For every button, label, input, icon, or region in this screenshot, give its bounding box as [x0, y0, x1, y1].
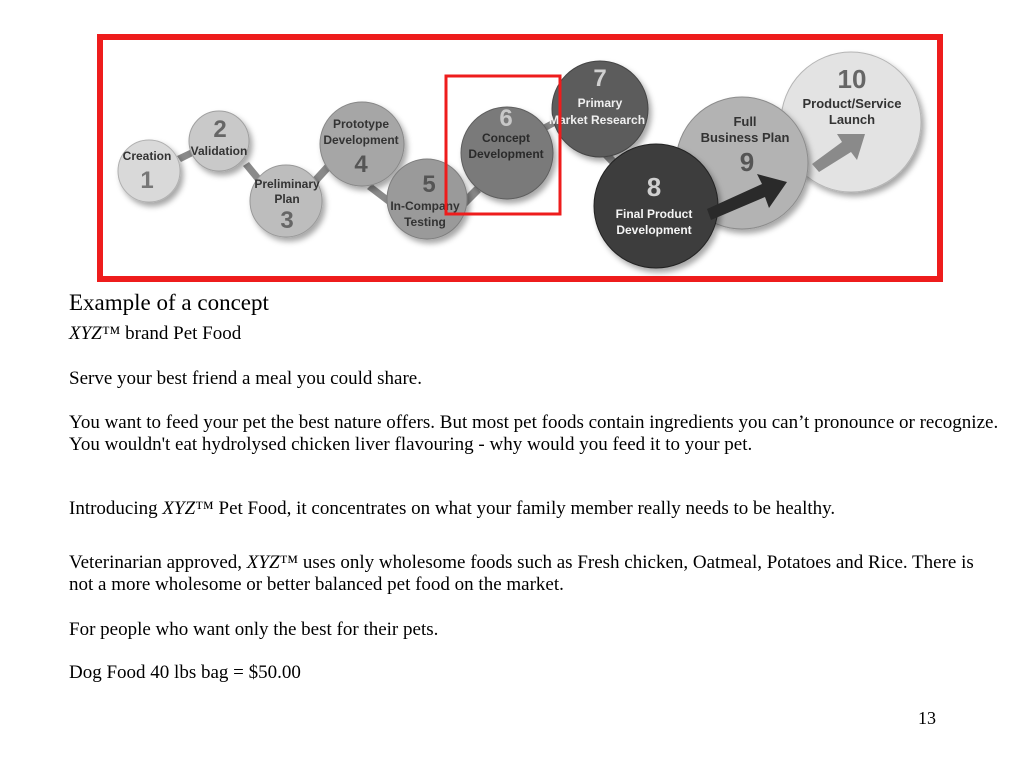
diagram-frame: [97, 34, 943, 282]
stage-1-label: Creation: [123, 149, 172, 163]
stage-3-label-line2: Plan: [274, 192, 299, 206]
paragraph-1: You want to feed your pet the best natur…: [69, 412, 999, 455]
stage-9-label-line1: Full: [733, 114, 756, 129]
stage-10-number: 10: [838, 64, 867, 94]
stage-7-number: 7: [593, 65, 606, 92]
stage-circle-7: [551, 60, 649, 158]
stage-9-label-line2: Business Plan: [701, 130, 790, 145]
stage-circle-1: [117, 139, 181, 203]
stage-1-number: 1: [140, 167, 153, 194]
stage-7-label-line2: Market Research: [549, 113, 645, 127]
highlight-box: [444, 74, 562, 216]
brand-suffix: ™ brand Pet Food: [101, 323, 242, 344]
brand-name-3: XYZ: [246, 552, 280, 573]
stage-labels: Creation 1 2 Validation Preliminary Plan…: [123, 64, 902, 237]
stage-3-label-line1: Preliminary: [254, 177, 320, 191]
brand-name-2: XYZ: [162, 498, 196, 519]
stage-circle-4: [319, 101, 405, 187]
tagline: Serve your best friend a meal you could …: [69, 368, 422, 389]
stage-5-number: 5: [422, 171, 435, 198]
stage-6-label-line2: Development: [468, 147, 543, 161]
stage-circle-3: [249, 164, 323, 238]
stage-2-label: Validation: [191, 144, 248, 158]
paragraph-2: Introducing XYZ™ Pet Food, it concentrat…: [69, 498, 836, 519]
stage-2-number: 2: [213, 116, 226, 143]
stage-7-label-line1: Primary: [578, 96, 623, 110]
stage-10-label-line2: Launch: [829, 112, 875, 127]
brand-line: XYZ™ brand Pet Food: [69, 323, 241, 345]
concept-heading: Example of a concept: [69, 290, 269, 315]
stage-3-number: 3: [280, 207, 293, 234]
stage-5-label-line1: In-Company: [390, 199, 460, 213]
stage-4-label-line1: Prototype: [333, 117, 389, 131]
stage-8-label-line2: Development: [616, 223, 691, 237]
paragraph-3: Veterinarian approved, XYZ™ uses only wh…: [69, 552, 974, 595]
process-diagram: Creation 1 2 Validation Preliminary Plan…: [97, 34, 943, 282]
stage-4-number: 4: [354, 151, 368, 178]
stage-circle-2: [188, 110, 250, 172]
stage-6-label-line1: Concept: [482, 131, 530, 145]
stage-9-number: 9: [740, 147, 754, 177]
stage-6-number: 6: [499, 105, 512, 132]
stage-10-label-line1: Product/Service: [803, 96, 902, 111]
brand-name: XYZ: [69, 323, 102, 344]
stage-5-label-line2: Testing: [404, 215, 446, 229]
arrow-9-to-10: [812, 134, 865, 172]
arrow-8-to-9: [707, 174, 787, 220]
stage-4-label-line2: Development: [323, 133, 398, 147]
paragraph-4: For people who want only the best for th…: [69, 619, 439, 640]
page-number: 13: [918, 708, 936, 728]
stage-circle-6: [460, 106, 554, 200]
stage-circle-8: [593, 143, 719, 269]
stage-8-label-line1: Final Product: [616, 207, 693, 221]
price-line: Dog Food 40 lbs bag = $50.00: [69, 662, 301, 683]
stage-8-number: 8: [647, 172, 661, 202]
